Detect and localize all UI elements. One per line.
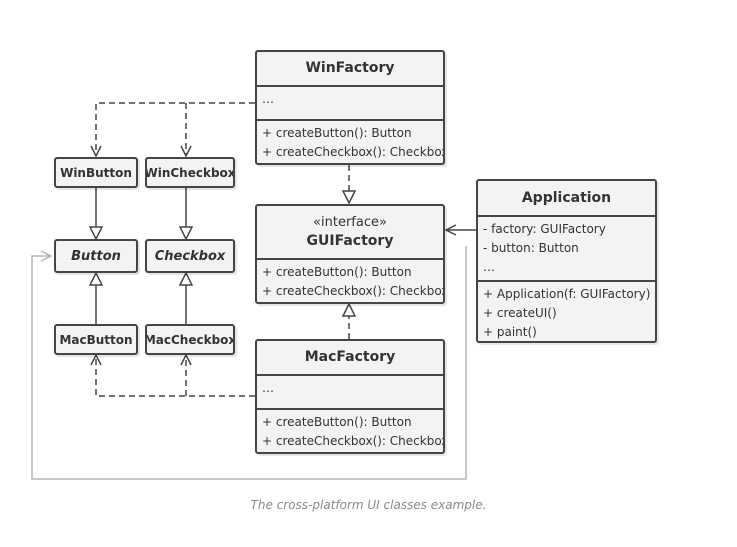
winfactory-fields: … [257, 85, 443, 119]
application-fields: - factory: GUIFactory - button: Button … [478, 215, 655, 280]
winbutton-class[interactable]: WinButton [54, 157, 138, 188]
guifactory-method: + createButton(): Button [262, 265, 412, 279]
maccheckbox-class[interactable]: MacCheckbox [145, 324, 235, 355]
guifactory-interface[interactable]: «interface» GUIFactory + createButton():… [255, 204, 445, 304]
guifactory-stereotype: «interface» [313, 215, 387, 230]
wincheckbox-name: WinCheckbox [145, 165, 235, 180]
winfactory-name-section: WinFactory [257, 52, 443, 85]
checkbox-interface[interactable]: Checkbox [145, 239, 235, 273]
association-application-button [31, 246, 467, 480]
macfactory-fields: … [257, 374, 443, 408]
dependency-macfactory-macbutton [96, 355, 255, 397]
application-field: - button: Button [483, 241, 579, 255]
winbutton-name: WinButton [60, 165, 132, 180]
button-name: Button [71, 248, 121, 264]
macfactory-method: + createCheckbox(): Checkbox [262, 434, 445, 448]
application-field: - factory: GUIFactory [483, 222, 606, 236]
macfactory-methods: + createButton(): Button + createCheckbo… [257, 408, 443, 452]
winfactory-method: + createButton(): Button [262, 126, 412, 140]
application-method: + paint() [483, 325, 537, 339]
maccheckbox-name: MacCheckbox [145, 332, 235, 347]
macfactory-name: MacFactory [304, 349, 396, 365]
winfactory-class[interactable]: WinFactory … + createButton(): Button + … [255, 50, 445, 165]
winfactory-method: + createCheckbox(): Checkbox [262, 145, 445, 159]
macbutton-name: MacButton [59, 332, 133, 347]
winfactory-field: … [262, 92, 274, 106]
macfactory-name-section: MacFactory [257, 341, 443, 374]
checkbox-name: Checkbox [154, 248, 226, 264]
figure-caption: The cross-platform UI classes example. [250, 498, 487, 512]
guifactory-name-section: «interface» GUIFactory [257, 206, 443, 258]
wincheckbox-class[interactable]: WinCheckbox [145, 157, 235, 188]
winfactory-name: WinFactory [305, 60, 395, 76]
button-interface[interactable]: Button [54, 239, 138, 273]
application-name-section: Application [478, 181, 655, 215]
guifactory-name: GUIFactory [306, 233, 394, 249]
macbutton-class[interactable]: MacButton [54, 324, 138, 355]
guifactory-methods: + createButton(): Button + createCheckbo… [257, 258, 443, 302]
macfactory-method: + createButton(): Button [262, 415, 412, 429]
dependency-winfactory-winbutton [96, 102, 255, 156]
application-class[interactable]: Application - factory: GUIFactory - butt… [476, 179, 657, 343]
application-field: … [483, 260, 495, 274]
macfactory-field: … [262, 381, 274, 395]
application-methods: + Application(f: GUIFactory) + createUI(… [478, 280, 655, 341]
application-method: + createUI() [483, 306, 557, 320]
application-method: + Application(f: GUIFactory) [483, 287, 651, 301]
macfactory-class[interactable]: MacFactory … + createButton(): Button + … [255, 339, 445, 454]
winfactory-methods: + createButton(): Button + createCheckbo… [257, 119, 443, 163]
guifactory-method: + createCheckbox(): Checkbox [262, 284, 445, 298]
application-name: Application [521, 189, 612, 206]
